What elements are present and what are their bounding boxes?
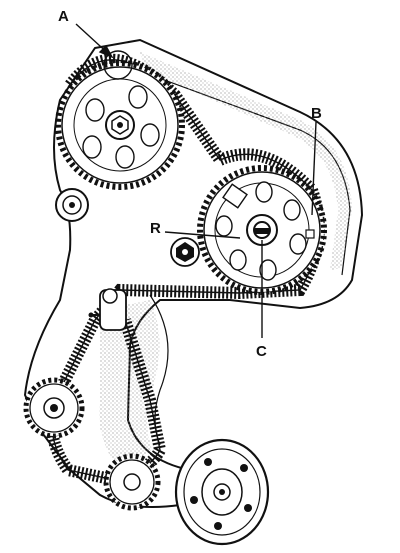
- adjuster-nut: [170, 237, 200, 267]
- callout-a: A: [58, 8, 69, 25]
- callout-c: C: [256, 343, 267, 360]
- housing-stipple: [99, 52, 352, 470]
- idler-pulley: [55, 188, 89, 222]
- tensioner: [88, 288, 127, 331]
- leader-lines: [75, 23, 317, 338]
- leader-a-arrowhead: [98, 44, 114, 59]
- crankshaft-sprocket: [103, 453, 161, 511]
- sprocket-icon: [215, 181, 307, 281]
- callout-b: B: [311, 105, 322, 122]
- upper-camshaft-sprocket: [55, 50, 185, 190]
- idler-pulley-icon: [55, 188, 89, 222]
- leader-b: [311, 121, 317, 216]
- tensioner-icon: [88, 288, 127, 331]
- lower-left-pulley: [23, 377, 85, 439]
- crankshaft-pulley: [174, 438, 270, 546]
- lower-camshaft-sprocket: [197, 165, 327, 295]
- callout-r: R: [150, 220, 161, 237]
- pulley-icon: [174, 438, 270, 546]
- leader-r: [164, 231, 241, 239]
- sprocket-icon: [82, 85, 160, 169]
